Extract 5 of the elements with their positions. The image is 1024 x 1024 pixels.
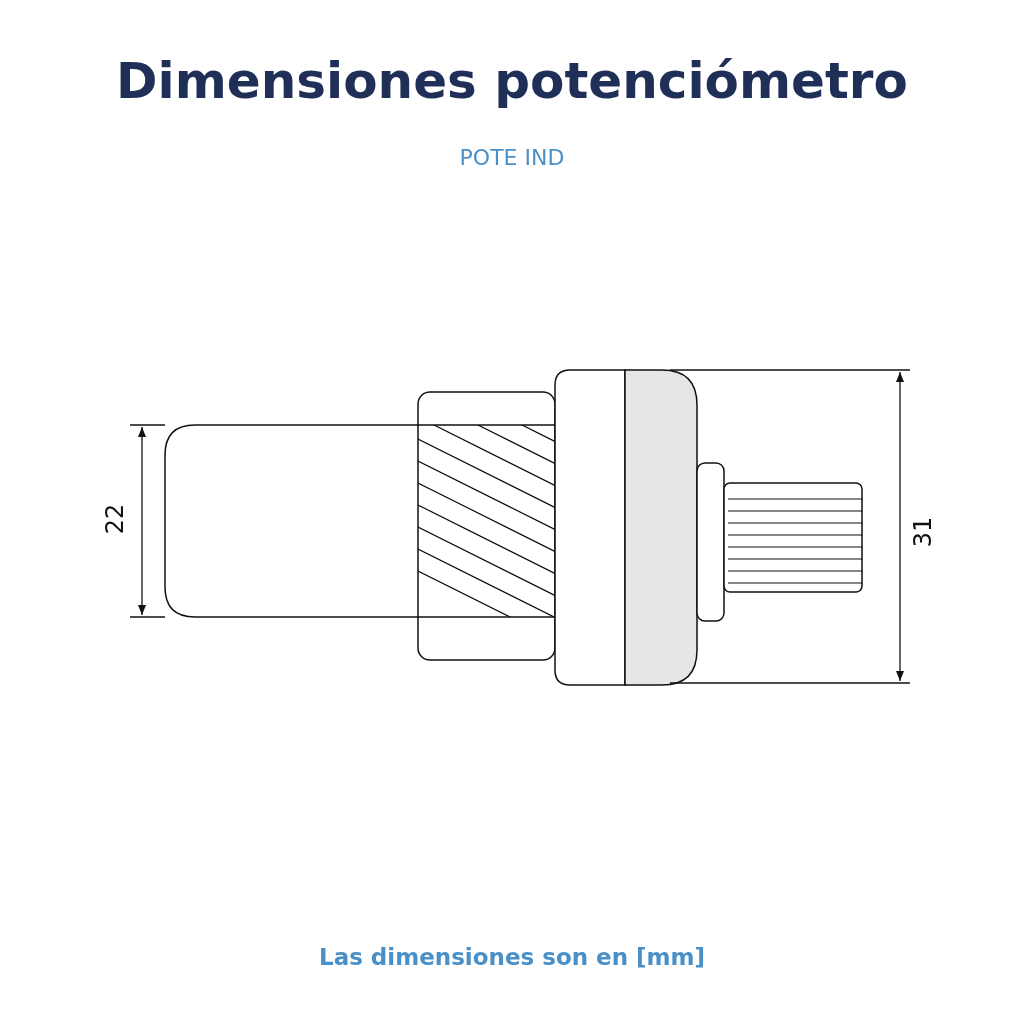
dimension-label: 31 — [909, 516, 938, 548]
dimension-label: 22 — [101, 503, 130, 535]
title: Dimensiones potenciómetro — [115, 52, 909, 110]
model-label: POTE IND — [458, 145, 566, 170]
caption: Las dimensiones son en [mm] — [318, 944, 706, 970]
